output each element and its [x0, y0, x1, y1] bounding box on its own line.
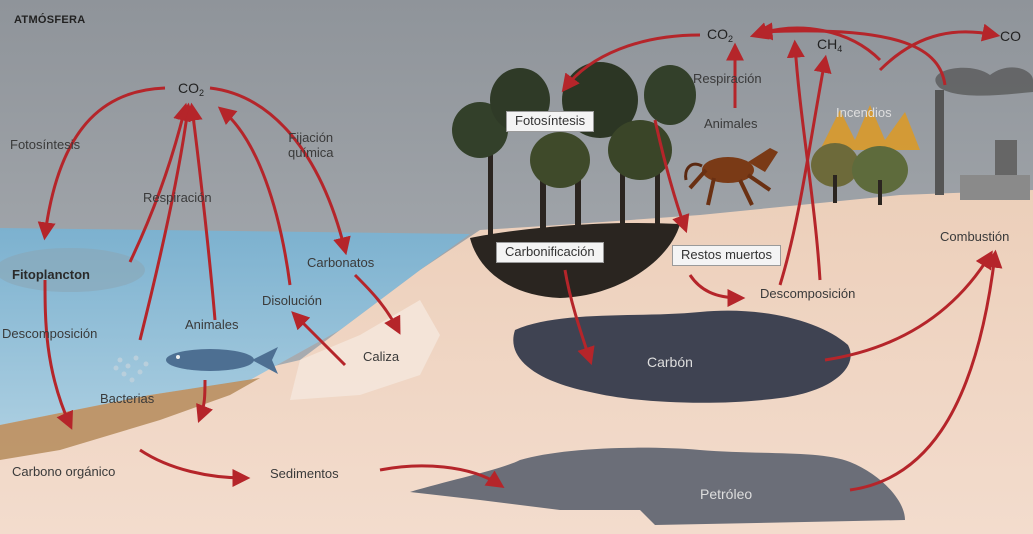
label-ocean-photosynthesis: Fotosíntesis: [10, 138, 80, 153]
label-limestone: Caliza: [363, 350, 399, 365]
label-organic-carbon: Carbono orgánico: [12, 465, 115, 480]
label-land-photosynthesis: Fotosíntesis: [506, 111, 594, 132]
label-combustion: Combustión: [940, 230, 1009, 245]
label-dissolution: Disolución: [262, 294, 322, 309]
ch4-label: CH4: [817, 36, 842, 54]
label-ocean-decomposition: Descomposición: [2, 327, 97, 342]
label-phytoplankton: Fitoplancton: [12, 268, 90, 283]
label-land-respiration: Respiración: [693, 72, 762, 87]
atmosphere-title: ATMÓSFERA: [14, 14, 86, 27]
co2-land-label: CO2: [707, 26, 733, 44]
label-ocean-respiration: Respiración: [143, 191, 212, 206]
label-carbonification: Carbonificación: [496, 242, 604, 263]
co-label: CO: [1000, 28, 1021, 44]
label-carbonates: Carbonatos: [307, 256, 374, 271]
co2-ocean-label: CO2: [178, 80, 204, 98]
label-oil: Petróleo: [700, 486, 752, 502]
label-coal: Carbón: [647, 354, 693, 370]
label-fires: Incendios: [836, 106, 892, 121]
label-sediments: Sedimentos: [270, 467, 339, 482]
label-ocean-animals: Animales: [185, 318, 238, 333]
label-dead-remains: Restos muertos: [672, 245, 781, 266]
label-bacteria: Bacterias: [100, 392, 154, 407]
label-chemical-fixation: Fijación química: [288, 131, 334, 161]
label-land-animals: Animales: [704, 117, 757, 132]
label-land-decomposition: Descomposición: [760, 287, 855, 302]
